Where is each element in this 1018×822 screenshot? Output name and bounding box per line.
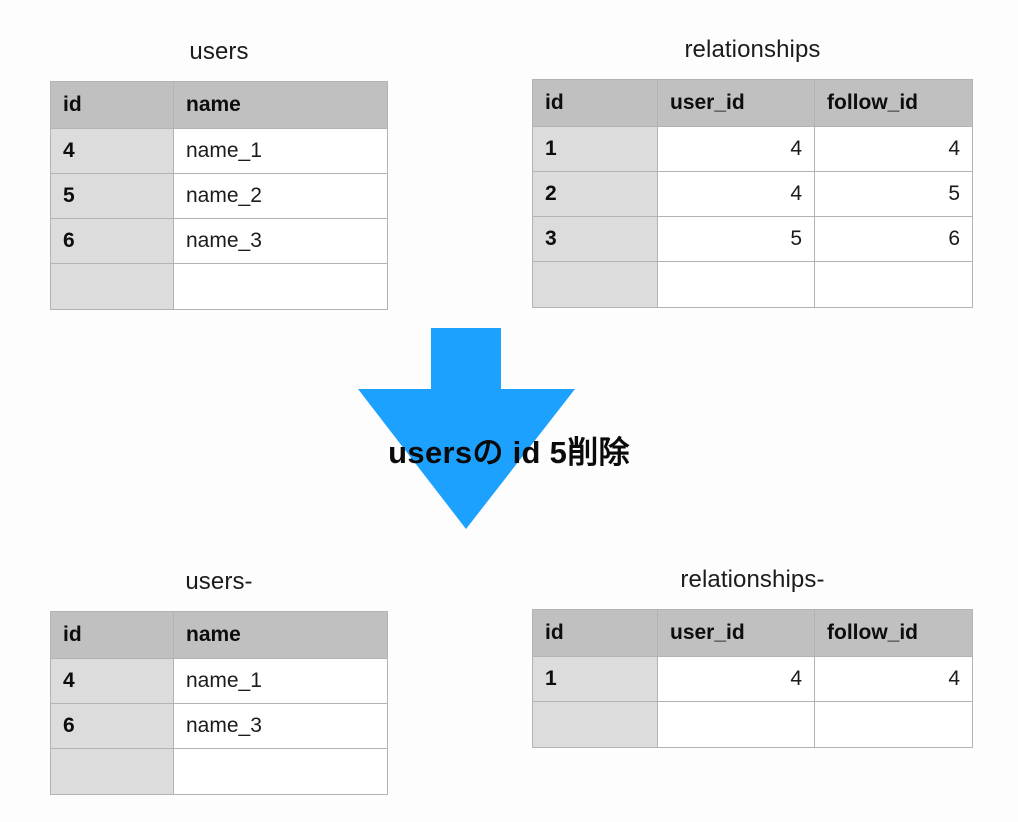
cell-user-id-empty	[657, 701, 815, 748]
cell-follow-id-empty	[814, 261, 973, 308]
cell-follow-id: 4	[814, 126, 973, 172]
cell-name: name_2	[173, 173, 388, 219]
column-header-id: id	[532, 79, 658, 127]
table-row: 6 name_3	[50, 218, 388, 264]
users-before-title: users	[189, 38, 249, 65]
cell-id: 3	[532, 216, 658, 262]
table-header-row: id user_id follow_id	[532, 609, 973, 657]
column-header-follow-id: follow_id	[814, 609, 973, 657]
table-empty-row	[50, 748, 388, 795]
cell-id: 6	[50, 218, 174, 264]
cell-id: 1	[532, 656, 658, 702]
cell-user-id: 4	[657, 126, 815, 172]
relationships-after-table: id user_id follow_id 1 4 4	[532, 609, 973, 748]
transition-label: usersの id 5削除	[388, 435, 630, 470]
cell-name-empty	[173, 263, 388, 310]
cell-id-empty	[532, 261, 658, 308]
relationships-before-title: relationships	[684, 36, 821, 63]
users-before-table: id name 4 name_1 5 name_2 6 name_3	[50, 81, 388, 310]
cell-id: 1	[532, 126, 658, 172]
cell-id: 2	[532, 171, 658, 217]
column-header-id: id	[50, 611, 174, 659]
cell-name-empty	[173, 748, 388, 795]
table-empty-row	[532, 261, 973, 308]
cell-name: name_3	[173, 218, 388, 264]
column-header-user-id: user_id	[657, 79, 815, 127]
relationships-after-block: relationships- id user_id follow_id 1 4 …	[532, 568, 973, 748]
table-row: 4 name_1	[50, 128, 388, 174]
table-header-row: id name	[50, 611, 388, 659]
cell-follow-id: 4	[814, 656, 973, 702]
table-row: 1 4 4	[532, 656, 973, 702]
relationships-before-block: relationships id user_id follow_id 1 4 4…	[532, 38, 973, 308]
cell-name: name_1	[173, 128, 388, 174]
cell-user-id: 5	[657, 216, 815, 262]
table-row: 4 name_1	[50, 658, 388, 704]
relationships-after-title: relationships-	[680, 566, 825, 593]
column-header-user-id: user_id	[657, 609, 815, 657]
table-row: 6 name_3	[50, 703, 388, 749]
table-empty-row	[532, 701, 973, 748]
table-row: 2 4 5	[532, 171, 973, 217]
column-header-name: name	[173, 611, 388, 659]
table-empty-row	[50, 263, 388, 310]
users-after-table: id name 4 name_1 6 name_3	[50, 611, 388, 795]
cell-follow-id-empty	[814, 701, 973, 748]
cell-name: name_3	[173, 703, 388, 749]
cell-id-empty	[532, 701, 658, 748]
relationships-before-table: id user_id follow_id 1 4 4 2 4 5 3	[532, 79, 973, 308]
arrow-down-icon	[355, 328, 580, 533]
users-before-block: users id name 4 name_1 5 name_2 6	[50, 40, 388, 310]
table-header-row: id name	[50, 81, 388, 129]
table-row: 3 5 6	[532, 216, 973, 262]
table-row: 1 4 4	[532, 126, 973, 172]
column-header-id: id	[532, 609, 658, 657]
cell-id: 4	[50, 128, 174, 174]
cell-follow-id: 6	[814, 216, 973, 262]
users-after-title: users-	[185, 568, 253, 595]
column-header-id: id	[50, 81, 174, 129]
column-header-follow-id: follow_id	[814, 79, 973, 127]
cell-id: 6	[50, 703, 174, 749]
cell-user-id: 4	[657, 656, 815, 702]
cell-id: 4	[50, 658, 174, 704]
cell-id: 5	[50, 173, 174, 219]
table-row: 5 name_2	[50, 173, 388, 219]
users-after-block: users- id name 4 name_1 6 name_3	[50, 570, 388, 795]
cell-follow-id: 5	[814, 171, 973, 217]
table-header-row: id user_id follow_id	[532, 79, 973, 127]
cell-name: name_1	[173, 658, 388, 704]
cell-id-empty	[50, 263, 174, 310]
cell-user-id-empty	[657, 261, 815, 308]
cell-id-empty	[50, 748, 174, 795]
column-header-name: name	[173, 81, 388, 129]
cell-user-id: 4	[657, 171, 815, 217]
